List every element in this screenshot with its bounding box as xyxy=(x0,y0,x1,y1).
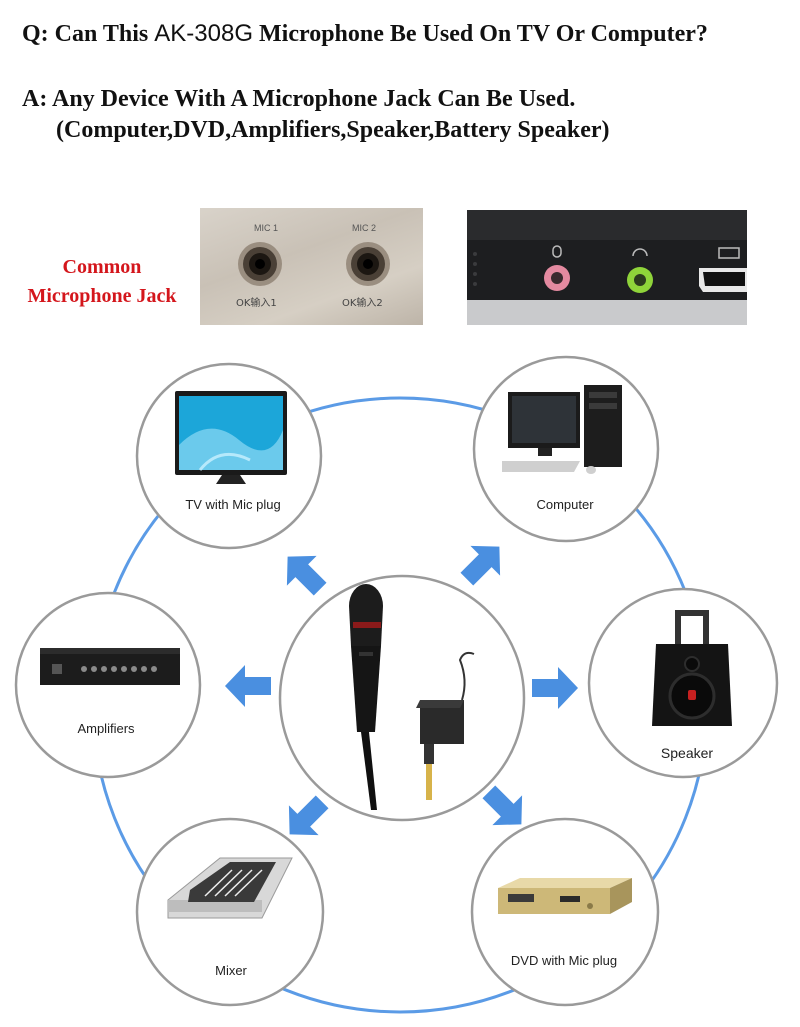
arrow-to-speaker xyxy=(532,667,578,709)
computer-ports-photo xyxy=(467,210,747,325)
answer-line-2: (Computer,DVD,Amplifiers,Speaker,Battery… xyxy=(56,117,610,143)
amplifier-icon xyxy=(40,648,180,685)
hdmi-port-icon xyxy=(699,247,747,292)
arrow-to-computer xyxy=(460,545,501,586)
receiver-icon xyxy=(416,651,475,800)
question-prefix: Q: Can This xyxy=(22,21,149,47)
arrow-to-mixer xyxy=(288,795,329,836)
answer-line-1: A: Any Device With A Microphone Jack Can… xyxy=(22,86,576,112)
question-text: Q: Can This AK-308G Microphone Be Used O… xyxy=(22,20,708,48)
mic1-label: MIC 1 xyxy=(254,223,278,233)
tv-device-circle xyxy=(135,362,323,550)
mic1-jack-icon xyxy=(238,242,282,286)
speaker-icon xyxy=(652,610,732,726)
mic2-jack-icon xyxy=(346,242,390,286)
mixer-icon xyxy=(167,857,293,919)
question-suffix: Microphone Be Used On TV Or Computer? xyxy=(259,21,708,47)
computer-icon xyxy=(502,385,622,474)
ok1-label: OK输入1 xyxy=(236,296,277,309)
speaker-device-circle xyxy=(587,587,779,779)
arrow-to-tv xyxy=(286,555,327,596)
model-name: AK-308G xyxy=(154,20,253,47)
amplifiers-device-circle xyxy=(14,591,202,779)
arrow-to-dvd xyxy=(482,785,523,826)
speaker-label: Speaker xyxy=(661,745,713,761)
dvd-label: DVD with Mic plug xyxy=(511,953,617,968)
arrow-to-amplifiers xyxy=(225,665,271,707)
amplifiers-label: Amplifiers xyxy=(77,721,135,736)
tv-icon xyxy=(175,391,287,484)
ok2-label: OK输入2 xyxy=(342,296,383,309)
dvd-player-icon xyxy=(498,878,632,914)
arrows xyxy=(225,545,578,836)
wireless-microphone-icon xyxy=(349,584,383,810)
mic-jack-panel-photo: MIC 1 MIC 2 OK输入1 OK输入2 xyxy=(200,208,423,325)
mic2-label: MIC 2 xyxy=(352,223,376,233)
mixer-device-circle xyxy=(135,817,325,1007)
common-jack-label-line2: Microphone Jack xyxy=(27,285,177,307)
common-jack-label-line1: Common xyxy=(62,256,142,278)
computer-ports-graphic xyxy=(467,210,747,325)
computer-device-circle xyxy=(472,355,660,543)
dvd-device-circle xyxy=(470,817,660,1007)
center-microphone-circle xyxy=(278,574,526,822)
headphone-port-icon xyxy=(627,248,653,293)
mixer-label: Mixer xyxy=(215,963,247,978)
mic-jack-panel-graphic: MIC 1 MIC 2 OK输入1 OK输入2 xyxy=(236,223,390,309)
common-jack-label: Common Microphone Jack xyxy=(8,253,196,311)
tv-label: TV with Mic plug xyxy=(185,497,280,512)
computer-label: Computer xyxy=(536,497,594,512)
mic-port-icon xyxy=(544,245,570,291)
